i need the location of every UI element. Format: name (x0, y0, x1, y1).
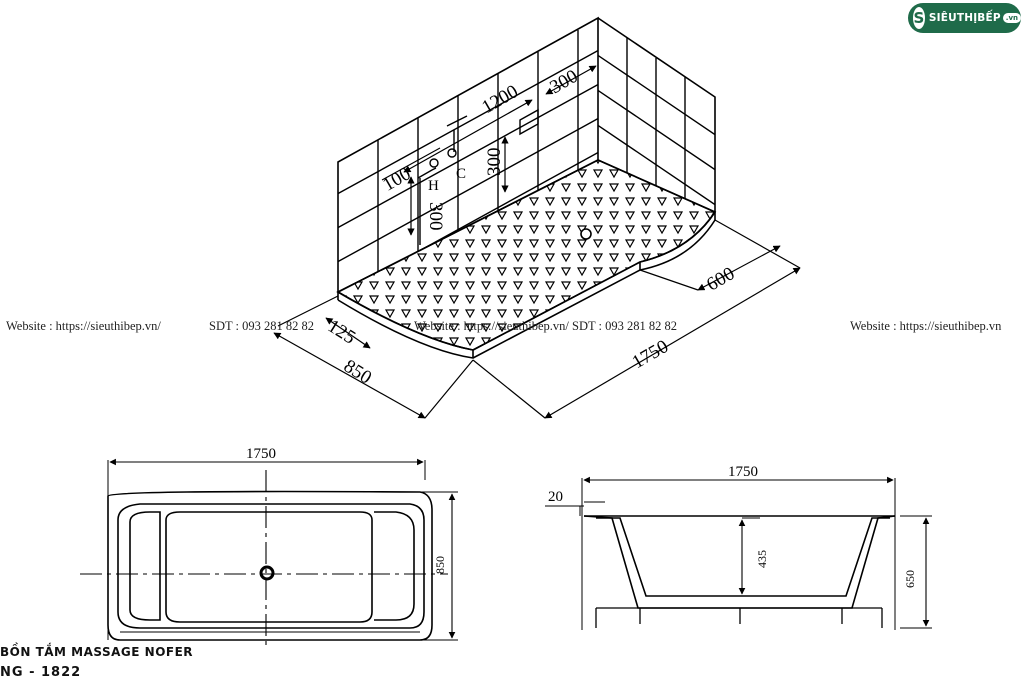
top-dim-850: 850 (433, 556, 447, 574)
tap-cold-label: C (456, 166, 466, 182)
dim-1750-iso: 1750 (629, 336, 672, 373)
top-dim-1750: 1750 (246, 446, 276, 462)
watermark-left-phone: SDT : 093 281 82 82 (209, 319, 314, 333)
side-dim-650: 650 (903, 570, 917, 588)
bathtub-iso (336, 159, 717, 359)
dim-300-tap: 300 (425, 202, 446, 231)
tap-hot-label: H (428, 178, 439, 194)
side-view: 1750 20 435 650 (545, 464, 932, 630)
dim-300-vertical: 300 (484, 148, 505, 177)
dim-850-iso: 850 (340, 356, 375, 389)
top-view: 1750 850 (80, 446, 458, 650)
side-dim-1750: 1750 (728, 464, 758, 480)
isometric-view: 1200 300 100 300 300 H C 125 850 1750 60… (273, 16, 801, 419)
brand-mark-icon: S (913, 7, 925, 29)
brand-logo[interactable]: S SIÊUTHỊBẾP .vn (908, 3, 1021, 33)
product-code: NG - 1822 (0, 665, 82, 680)
product-name: BỒN TẮM MASSAGE NOFER (0, 645, 194, 659)
drain-iso (580, 228, 592, 240)
watermark-left: Website : https://sieuthibep.vn/ (6, 319, 161, 333)
side-dim-435: 435 (755, 550, 769, 568)
iso-dimensions (273, 65, 801, 419)
dim-600: 600 (703, 263, 738, 295)
side-dim-20: 20 (548, 489, 563, 505)
brand-tld: .vn (1002, 13, 1021, 23)
drain-top (259, 565, 275, 581)
dim-300-top: 300 (546, 66, 581, 98)
watermark-right: Website : https://sieuthibep.vn (850, 319, 1002, 333)
watermark-center: Website : https://sieuthibep.vn/ SDT : 0… (414, 319, 677, 333)
brand-name: SIÊUTHỊBẾP (928, 12, 1001, 24)
dim-1200: 1200 (478, 81, 521, 118)
